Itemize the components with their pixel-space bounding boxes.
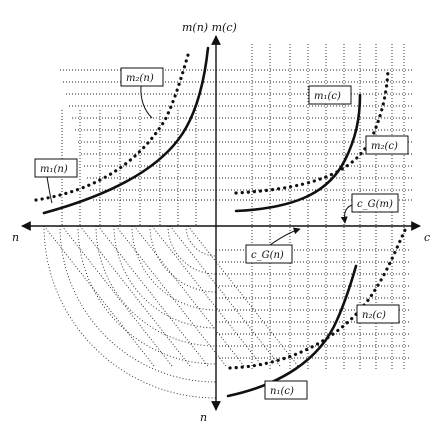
leader-cg-n — [269, 227, 301, 246]
svg-text:m₁(c): m₁(c) — [314, 91, 341, 102]
label-m2-c: m₂(c) — [365, 135, 409, 155]
guide-diagonal — [115, 225, 227, 367]
svg-text:m₂(n): m₂(n) — [126, 73, 154, 84]
svg-text:n₂(c): n₂(c) — [362, 310, 386, 321]
label-cg-n: c_G(n) — [245, 244, 293, 264]
label-n2-c: n₂(c) — [356, 304, 400, 324]
leader-m1-n — [46, 176, 53, 204]
leader-m2-n — [140, 85, 153, 119]
svg-text:c_G(m): c_G(m) — [357, 199, 393, 210]
svg-text:m₁(n): m₁(n) — [40, 164, 68, 175]
guide-diagonal — [43, 225, 155, 367]
guide-arc — [113, 225, 217, 329]
svg-text:c_G(n): c_G(n) — [251, 250, 284, 261]
label-m2-n: m₂(n) — [120, 67, 164, 87]
guide-arc — [131, 225, 217, 311]
curve-m1-c — [234, 93, 362, 213]
left-axis-label: n — [12, 231, 19, 244]
top-axis-label: m(n) m(c) — [182, 21, 237, 34]
guide-arc — [95, 225, 217, 347]
right-axis-label: c — [424, 231, 430, 244]
leader-cg-m — [340, 204, 353, 224]
curve-m2-n — [42, 46, 210, 215]
label-cg-m: c_G(m) — [351, 193, 399, 213]
svg-text:n₁(c): n₁(c) — [270, 386, 294, 397]
label-m1-c: m₁(c) — [308, 85, 352, 105]
guide-arc — [59, 225, 217, 383]
dotted-quarter-arcs — [43, 225, 217, 399]
curve-n2-c — [228, 228, 407, 370]
guide-arc — [43, 225, 217, 399]
svg-text:m₂(c): m₂(c) — [371, 141, 398, 152]
guide-diagonal — [61, 225, 173, 367]
guide-arc — [77, 225, 217, 365]
guide-arc — [167, 225, 217, 275]
label-n1-c: n₁(c) — [264, 380, 308, 400]
guide-diagonal — [133, 225, 245, 367]
curve-m1-n — [34, 53, 190, 202]
label-m1-n: m₁(n) — [34, 158, 78, 178]
guide-arc — [149, 225, 217, 293]
guide-arc — [185, 225, 217, 257]
guide-diagonal — [79, 225, 191, 367]
bottom-axis-label: n — [200, 411, 207, 424]
